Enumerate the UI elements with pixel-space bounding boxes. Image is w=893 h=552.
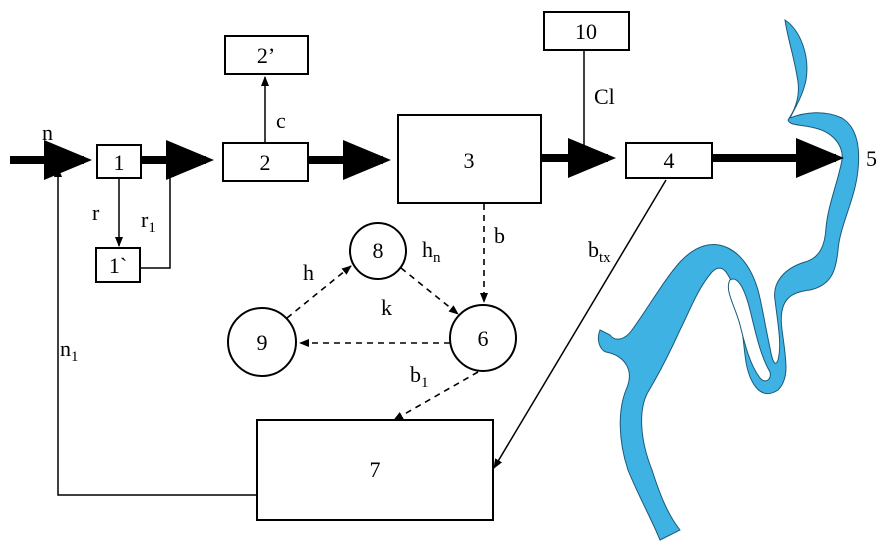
label-r1: r1 <box>141 207 156 236</box>
label-5: 5 <box>866 146 877 171</box>
label-cl: Cl <box>594 84 615 109</box>
river-shape <box>597 18 860 541</box>
box-10: 10 <box>543 11 630 51</box>
box-2: 2 <box>222 142 309 182</box>
label-btx: btx <box>588 237 611 266</box>
box-3: 3 <box>397 114 542 204</box>
river-island <box>727 278 771 382</box>
label-c: c <box>276 108 286 133</box>
circle-8-label: 8 <box>373 238 384 263</box>
label-h: h <box>303 260 314 285</box>
label-r: r <box>92 200 100 225</box>
arrow-1prime-return <box>140 167 174 269</box>
box-1-prime: 1` <box>95 247 141 283</box>
box-1-prime-label: 1` <box>109 253 127 278</box>
label-b: b <box>494 223 505 248</box>
circle-9-label: 9 <box>257 330 268 355</box>
box-3-label: 3 <box>464 148 475 173</box>
box-2-prime: 2’ <box>224 35 309 75</box>
label-hn: hn <box>422 237 441 266</box>
dashed-8-to-6 <box>400 267 459 315</box>
label-b1: b1 <box>410 362 429 391</box>
box-1: 1 <box>96 144 142 179</box>
label-k: k <box>381 295 392 320</box>
dashed-9-to-8 <box>286 265 352 319</box>
label-n: n <box>42 120 53 145</box>
box-2-prime-label: 2’ <box>257 43 275 68</box>
box-10-label: 10 <box>575 19 597 44</box>
box-4-label: 4 <box>664 148 675 173</box>
dashed-6-to-7 <box>393 371 479 421</box>
circle-6-label: 6 <box>478 326 489 351</box>
box-2-label: 2 <box>260 150 271 175</box>
box-7: 7 <box>256 419 494 521</box>
circle-6: 6 <box>449 304 517 372</box>
box-7-label: 7 <box>370 457 381 482</box>
label-n1: n1 <box>60 336 79 365</box>
box-1-label: 1 <box>114 150 125 175</box>
circle-8: 8 <box>349 222 407 280</box>
circle-9: 9 <box>227 307 297 377</box>
arrow-7-return-n1 <box>54 167 257 496</box>
arrow-4-to-7 <box>493 179 667 469</box>
box-4: 4 <box>625 142 713 179</box>
